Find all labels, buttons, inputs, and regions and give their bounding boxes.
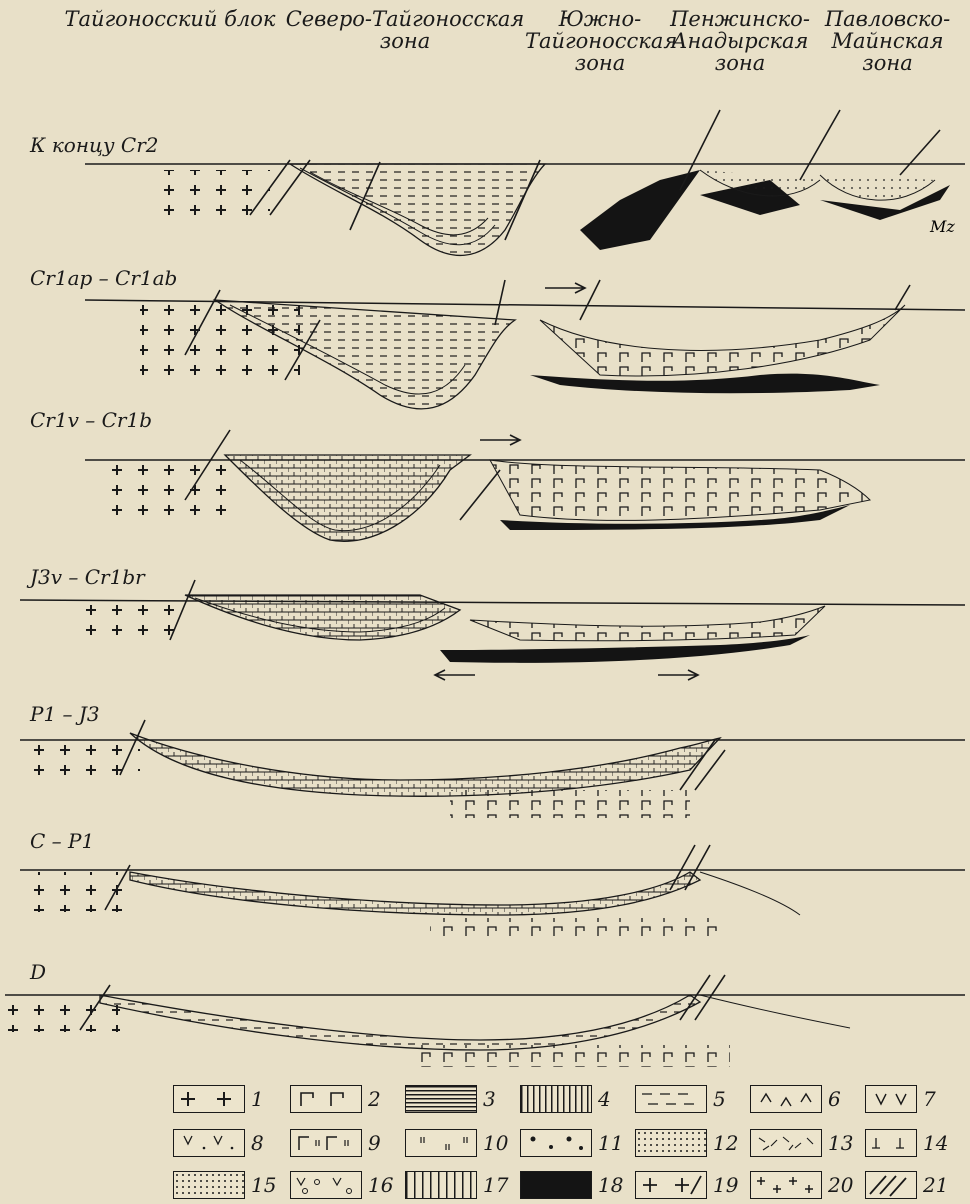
legend-label: 1 <box>251 1087 264 1111</box>
legend-label: 7 <box>923 1087 936 1111</box>
legend-item-19: 19 <box>635 1168 738 1202</box>
legend-label: 2 <box>368 1087 381 1111</box>
legend-label: 3 <box>483 1087 496 1111</box>
legend-swatch-v-symbols <box>865 1085 917 1113</box>
legend-label: 19 <box>713 1173 738 1197</box>
label-mz: Mz <box>929 217 955 236</box>
section-cr1v-cr1b <box>85 430 965 541</box>
legend-item-17: 17 <box>405 1168 508 1202</box>
legend-label: 12 <box>713 1131 738 1155</box>
section-j3v-cr1br <box>20 580 965 680</box>
section-c-p1 <box>20 845 965 940</box>
legend-label: 14 <box>923 1131 948 1155</box>
legend-item-4: 4 <box>520 1082 611 1116</box>
legend-swatch-dashes <box>635 1085 707 1113</box>
legend-label: 10 <box>483 1131 508 1155</box>
legend-swatch-sand <box>635 1129 707 1157</box>
legend-label: 18 <box>598 1173 623 1197</box>
legend-item-2: 2 <box>290 1082 381 1116</box>
legend-swatch-basalt <box>290 1085 362 1113</box>
legend-swatch-conglomerate <box>520 1129 592 1157</box>
legend-item-14: 14 <box>865 1126 948 1160</box>
legend-label: 5 <box>713 1087 726 1111</box>
legend-label: 6 <box>828 1087 841 1111</box>
legend-swatch-tuff <box>750 1129 822 1157</box>
legend-item-21: 21 <box>865 1168 948 1202</box>
legend-item-1: 1 <box>173 1082 264 1116</box>
legend-item-8: 8 <box>173 1126 264 1160</box>
legend-swatch-vlines <box>520 1085 592 1113</box>
legend-swatch-plus-fault <box>635 1171 707 1199</box>
section-d <box>5 975 965 1067</box>
legend-swatch-carets <box>750 1085 822 1113</box>
legend-label: 8 <box>251 1131 264 1155</box>
legend-swatch-ticks <box>405 1129 477 1157</box>
legend-item-15: 15 <box>173 1168 276 1202</box>
legend-swatch-vlines-dots <box>405 1171 477 1199</box>
legend-label: 4 <box>598 1087 611 1111</box>
section-cr1ap-cr1ab <box>85 280 965 409</box>
legend-swatch-solid-black <box>520 1171 592 1199</box>
legend-swatch-t-symbols <box>865 1129 917 1157</box>
legend-item-16: 16 <box>290 1168 393 1202</box>
legend-swatch-sand-dash <box>173 1171 245 1199</box>
legend-swatch-faults <box>865 1171 917 1199</box>
legend-item-10: 10 <box>405 1126 508 1160</box>
legend-item-3: 3 <box>405 1082 496 1116</box>
legend-label: 13 <box>828 1131 853 1155</box>
legend-label: 15 <box>251 1173 276 1197</box>
legend-item-5: 5 <box>635 1082 726 1116</box>
legend-swatch-v-dots <box>173 1129 245 1157</box>
legend-swatch-granite <box>173 1085 245 1113</box>
legend-item-7: 7 <box>865 1082 936 1116</box>
legend-label: 11 <box>598 1131 623 1155</box>
legend-label: 17 <box>483 1173 508 1197</box>
legend-label: 9 <box>368 1131 381 1155</box>
section-p1-j3 <box>20 720 965 818</box>
legend-swatch-basalt-ticks <box>290 1129 362 1157</box>
legend-swatch-hlines <box>405 1085 477 1113</box>
legend-item-13: 13 <box>750 1126 853 1160</box>
legend-item-6: 6 <box>750 1082 841 1116</box>
legend-item-9: 9 <box>290 1126 381 1160</box>
legend-swatch-v-circles <box>290 1171 362 1199</box>
legend-label: 21 <box>923 1173 948 1197</box>
legend-label: 16 <box>368 1173 393 1197</box>
legend-swatch-plus-cluster <box>750 1171 822 1199</box>
legend-item-11: 11 <box>520 1126 623 1160</box>
legend-item-20: 20 <box>750 1168 853 1202</box>
section-end-cr2: Mz <box>85 110 965 255</box>
legend-item-18: 18 <box>520 1168 623 1202</box>
legend-label: 20 <box>828 1173 853 1197</box>
legend-item-12: 12 <box>635 1126 738 1160</box>
